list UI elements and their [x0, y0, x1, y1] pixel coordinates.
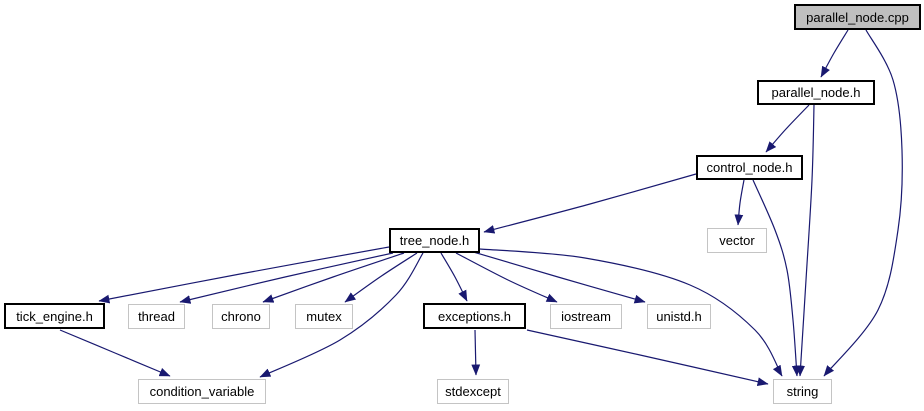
edge-tick_engine_h-to-condition_variable	[59, 329, 171, 377]
graph-node-exceptions_h[interactable]: exceptions.h	[423, 303, 526, 329]
graph-node-label: condition_variable	[149, 384, 255, 399]
graph-node-tree_node_h[interactable]: tree_node.h	[389, 228, 480, 253]
edge-tree_node_h-to-chrono	[262, 252, 405, 303]
graph-node-condition_variable: condition_variable	[138, 379, 266, 404]
graph-node-stdexcept: stdexcept	[437, 379, 509, 404]
graph-node-label: vector	[719, 233, 755, 248]
graph-node-label: parallel_node.h	[771, 85, 861, 100]
graph-node-tick_engine_h[interactable]: tick_engine.h	[4, 303, 105, 329]
graph-node-vector: vector	[707, 228, 767, 253]
edge-parallel_node_cpp-to-parallel_node_h	[820, 29, 849, 78]
graph-node-string: string	[773, 379, 832, 404]
edge-exceptions_h-to-string	[526, 329, 769, 386]
graph-node-label: iostream	[561, 309, 611, 324]
graph-node-label: parallel_node.cpp	[806, 9, 909, 25]
graph-node-label: thread	[138, 309, 175, 324]
edge-tree_node_h-to-mutex	[344, 252, 418, 303]
graph-node-iostream: iostream	[550, 304, 622, 329]
edge-parallel_node_h-to-string	[796, 104, 815, 377]
edge-exceptions_h-to-stdexcept	[471, 329, 481, 376]
edge-parallel_node_cpp-to-string	[823, 29, 903, 377]
edge-tree_node_h-to-string	[479, 248, 783, 377]
graph-node-label: exceptions.h	[438, 308, 511, 324]
graph-node-control_node_h[interactable]: control_node.h	[696, 155, 803, 180]
edge-parallel_node_h-to-control_node_h	[765, 104, 810, 153]
graph-node-label: tick_engine.h	[16, 308, 93, 324]
graph-node-parallel_node_h[interactable]: parallel_node.h	[757, 80, 875, 105]
edge-tree_node_h-to-thread	[179, 252, 394, 304]
graph-node-label: unistd.h	[656, 309, 702, 324]
graph-node-label: chrono	[221, 309, 261, 324]
graph-node-label: string	[786, 384, 819, 399]
graph-node-label: control_node.h	[706, 160, 793, 175]
edge-tree_node_h-to-iostream	[455, 252, 558, 303]
edge-control_node_h-to-string	[752, 179, 801, 377]
edge-tree_node_h-to-condition_variable	[259, 252, 424, 378]
edge-tree_node_h-to-tick_engine_h	[98, 246, 390, 304]
graph-node-parallel_node_cpp: parallel_node.cpp	[794, 4, 921, 30]
graph-node-thread: thread	[128, 304, 185, 329]
graph-node-label: stdexcept	[445, 384, 501, 399]
edge-tree_node_h-to-exceptions_h	[440, 252, 468, 302]
edge-control_node_h-to-tree_node_h	[483, 173, 697, 234]
graph-node-chrono: chrono	[212, 304, 270, 329]
graph-node-label: mutex	[306, 309, 342, 324]
edge-control_node_h-to-vector	[734, 179, 745, 226]
graph-node-mutex: mutex	[295, 304, 353, 329]
edge-tree_node_h-to-unistd_h	[469, 250, 646, 304]
graph-node-label: tree_node.h	[399, 233, 470, 248]
graph-node-unistd_h: unistd.h	[647, 304, 711, 329]
